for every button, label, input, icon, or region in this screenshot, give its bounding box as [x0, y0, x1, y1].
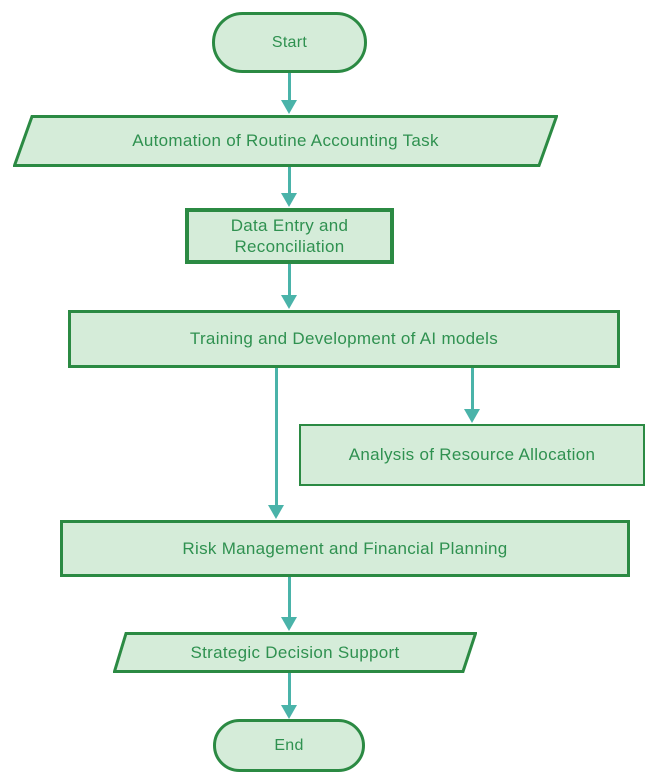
edge-line [287, 167, 291, 200]
edge-automation-to-data-entry [281, 167, 297, 207]
node-training-label: Training and Development of AI models [189, 329, 499, 349]
edge-line [287, 73, 291, 107]
edge-strategic-to-end [281, 673, 297, 719]
node-training: Training and Development of AI models [68, 310, 620, 368]
node-start-label: Start [271, 33, 308, 51]
edge-line [470, 368, 474, 416]
parallelogram-shape [113, 632, 477, 673]
node-data-entry: Data Entry and Reconciliation [185, 208, 394, 264]
parallelogram-shape [13, 115, 558, 167]
arrowhead-down-icon [281, 617, 297, 631]
edge-training-to-risk [268, 368, 284, 519]
node-risk: Risk Management and Financial Planning [60, 520, 630, 577]
edge-start-to-automation [281, 73, 297, 114]
edge-line [287, 673, 291, 712]
node-strategic-label: Strategic Decision Support [190, 642, 400, 662]
arrowhead-down-icon [464, 409, 480, 423]
arrowhead-down-icon [281, 705, 297, 719]
edge-line [287, 264, 291, 302]
node-start: Start [212, 12, 367, 73]
arrowhead-down-icon [281, 295, 297, 309]
node-automation: Automation of Routine Accounting Task [13, 115, 558, 167]
arrowhead-down-icon [281, 100, 297, 114]
edge-risk-to-strategic [281, 577, 297, 631]
node-end-label: End [274, 736, 304, 754]
node-analysis-label: Analysis of Resource Allocation [348, 445, 596, 465]
edge-data-entry-to-training [281, 264, 297, 309]
edge-training-to-analysis [464, 368, 480, 423]
node-automation-label: Automation of Routine Accounting Task [132, 131, 439, 151]
arrowhead-down-icon [268, 505, 284, 519]
node-strategic: Strategic Decision Support [113, 632, 477, 673]
node-analysis: Analysis of Resource Allocation [299, 424, 645, 486]
edge-line [274, 368, 278, 512]
arrowhead-down-icon [281, 193, 297, 207]
edge-line [287, 577, 291, 624]
node-risk-label: Risk Management and Financial Planning [182, 538, 508, 558]
node-data-entry-label: Data Entry and Reconciliation [230, 215, 349, 256]
node-end: End [213, 719, 365, 772]
